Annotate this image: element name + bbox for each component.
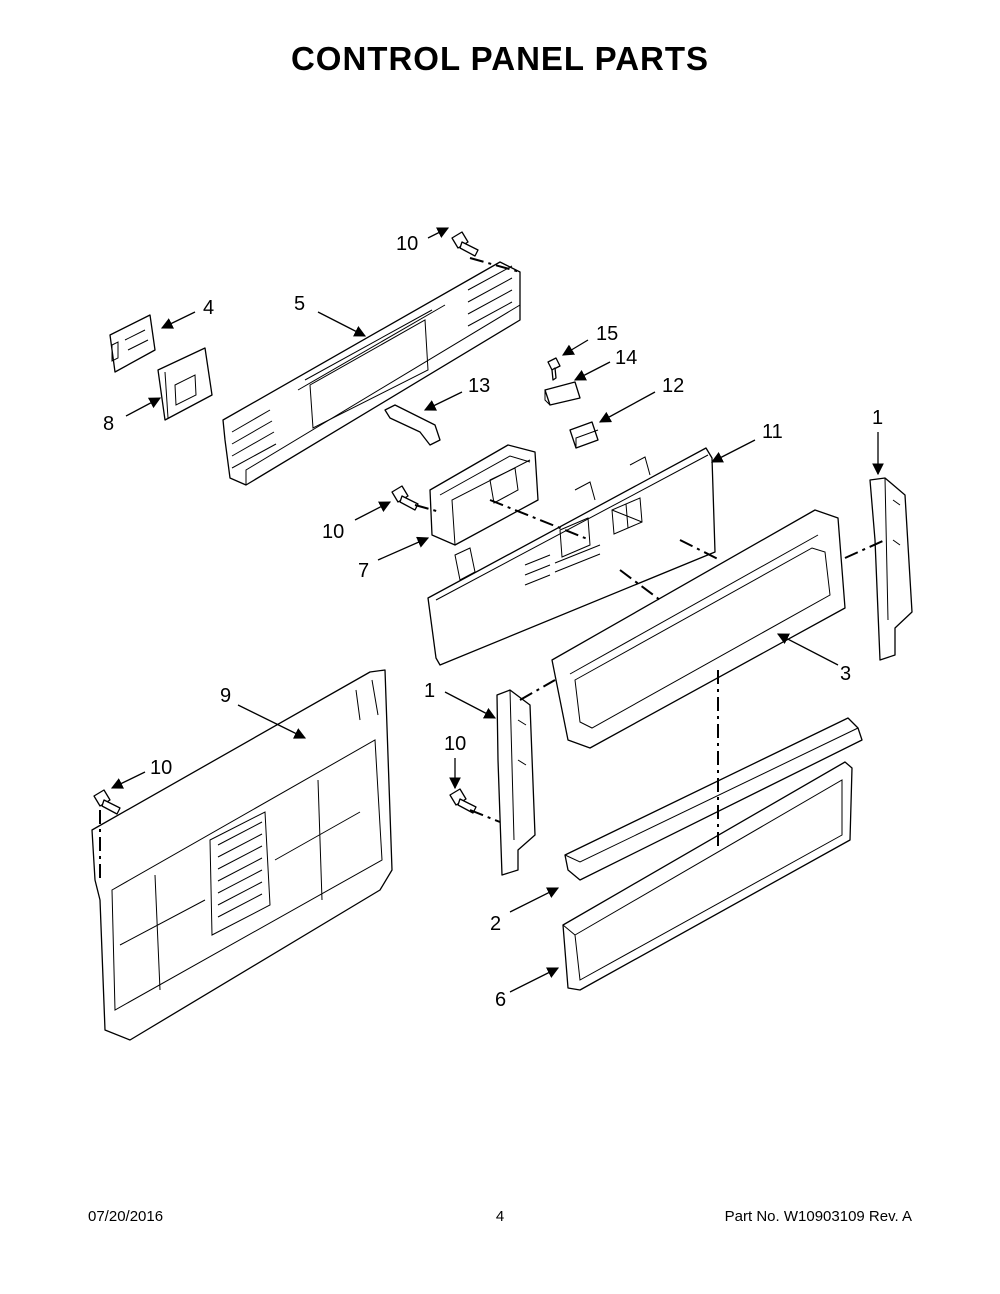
callout-labels: 10 4 5 15 14 13 12 8 11 1 10 7 3 1 9 10 … [103, 233, 883, 1011]
part-10-screw-bottom-center [449, 788, 477, 814]
callout-9: 9 [220, 685, 231, 707]
footer-page-number: 4 [495, 1208, 505, 1225]
callout-10-top: 10 [396, 233, 418, 255]
part-1-end-cap-left [496, 689, 536, 876]
callout-8: 8 [103, 413, 114, 435]
part-3-console-trim [551, 509, 846, 749]
part-14-bracket [544, 381, 581, 406]
part-2-support-bar [564, 717, 863, 881]
part-13-ribbon-cable [384, 404, 441, 446]
leader-arrows [110, 227, 884, 993]
part-6-lower-frame [562, 761, 853, 991]
part-5-control-panel-rear-bracket [222, 261, 521, 486]
part-1-end-cap-right [869, 477, 913, 661]
callout-7: 7 [358, 560, 369, 582]
part-12-connector [569, 421, 599, 449]
callout-6: 6 [495, 989, 506, 1011]
callout-12: 12 [662, 375, 684, 397]
part-10-screw-bottom-left [93, 789, 121, 815]
part-10-screw-top [451, 231, 479, 257]
callout-11: 11 [762, 421, 783, 443]
part-10-screw-mid [391, 485, 419, 511]
alignment-lines [99, 257, 886, 880]
part-15-screw [547, 357, 561, 381]
callout-13: 13 [468, 375, 490, 397]
callout-15: 15 [596, 323, 618, 345]
footer-date: 07/20/2016 [88, 1208, 164, 1225]
callout-2: 2 [490, 913, 501, 935]
callout-10-bottom-center: 10 [444, 733, 466, 755]
page-title: CONTROL PANEL PARTS [290, 40, 710, 77]
callout-10-bottom-left: 10 [150, 757, 172, 779]
callout-1-right: 1 [872, 407, 883, 429]
footer-part-number: Part No. W10903109 Rev. A [724, 1208, 912, 1225]
callout-3: 3 [840, 663, 851, 685]
callout-4: 4 [203, 297, 214, 319]
callout-14: 14 [615, 347, 637, 369]
part-4-electronic-board [109, 314, 156, 373]
part-11-control-console [427, 447, 716, 666]
callout-1-left: 1 [424, 680, 435, 702]
part-9-rear-panel [91, 669, 393, 1041]
part-8-board-bracket [157, 347, 213, 421]
part-7-electronic-control [429, 444, 539, 546]
callout-10-mid: 10 [322, 521, 344, 543]
callout-5: 5 [294, 293, 305, 315]
